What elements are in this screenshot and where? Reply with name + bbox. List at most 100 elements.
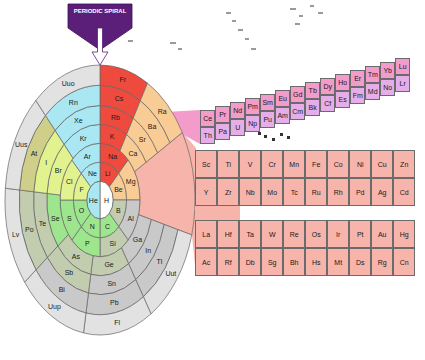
element-symbol: V xyxy=(248,161,253,168)
sector-outline xyxy=(5,188,36,282)
element-cell: Co xyxy=(327,150,349,178)
element-symbol: Pd xyxy=(356,189,365,196)
element-cell: Ag xyxy=(371,178,393,206)
element-symbol: Rh xyxy=(334,189,343,196)
element-cell: Ru xyxy=(305,178,327,206)
element-cell: Np xyxy=(245,115,260,132)
element-symbol: He xyxy=(89,197,98,204)
element-symbol: Sc xyxy=(202,161,210,168)
element-symbol: No xyxy=(383,84,392,91)
element-cell: Fm xyxy=(350,87,365,104)
element-symbol: Pa xyxy=(218,128,227,135)
element-cell: Rf xyxy=(217,248,239,276)
element-cell: U xyxy=(230,119,245,136)
element-cell: Ni xyxy=(349,150,371,178)
element-symbol: Ni xyxy=(357,161,364,168)
element-symbol: Mo xyxy=(267,189,277,196)
scatter-mark xyxy=(264,135,267,138)
element-symbol: Pt xyxy=(357,231,364,238)
scatter-mark xyxy=(245,38,249,40)
element-cell: Hs xyxy=(305,248,327,276)
element-symbol: Cs xyxy=(115,95,124,102)
element-symbol: Np xyxy=(248,120,257,127)
element-symbol: Li xyxy=(105,170,110,177)
element-symbol: Fl xyxy=(114,319,120,326)
sector-outline xyxy=(100,65,148,101)
element-cell: Hf xyxy=(217,220,239,248)
element-symbol: Sn xyxy=(107,280,116,287)
element-symbol: Sg xyxy=(268,259,277,266)
element-symbol: Re xyxy=(290,231,299,238)
element-cell: Ti xyxy=(217,150,239,178)
sector-outline xyxy=(25,270,86,333)
element-cell: V xyxy=(239,150,261,178)
sector-outline xyxy=(5,100,45,190)
element-cell: Pr xyxy=(215,106,230,123)
band-fill xyxy=(195,205,240,221)
element-symbol: Rf xyxy=(225,259,232,266)
element-symbol: At xyxy=(31,150,38,157)
element-cell: Tc xyxy=(283,178,305,206)
element-cell: W xyxy=(261,220,283,248)
element-symbol: Bi xyxy=(59,286,65,293)
element-symbol: Pb xyxy=(110,299,119,306)
element-cell: Ir xyxy=(327,220,349,248)
element-sector: Fr xyxy=(99,64,149,102)
element-cell: La xyxy=(195,220,217,248)
element-symbol: Al xyxy=(128,215,134,222)
scatter-mark xyxy=(318,12,323,14)
element-symbol: Pm xyxy=(247,103,258,110)
element-symbol: Ne xyxy=(88,170,97,177)
scatter-mark xyxy=(280,133,283,136)
element-symbol: Yb xyxy=(383,67,392,74)
element-cell: Pm xyxy=(245,98,260,115)
element-symbol: Ag xyxy=(378,189,387,196)
element-symbol: W xyxy=(269,231,276,238)
element-cell: Cm xyxy=(290,103,305,120)
element-sector: Ra xyxy=(139,82,184,144)
element-symbol: Sr xyxy=(139,136,146,143)
sector-shape xyxy=(99,64,149,102)
element-cell: Mn xyxy=(283,150,305,178)
element-symbol: Lv xyxy=(12,231,19,238)
element-symbol: Tm xyxy=(368,71,378,78)
element-symbol: Cf xyxy=(324,100,331,107)
element-cell: Es xyxy=(335,91,350,108)
element-symbol: Po xyxy=(25,226,34,233)
scatter-mark xyxy=(287,136,290,139)
element-symbol: Hg xyxy=(400,231,409,238)
element-cell: Sg xyxy=(261,248,283,276)
element-cell: Ds xyxy=(349,248,371,276)
element-sector: Lv xyxy=(4,187,37,284)
element-symbol: Lr xyxy=(400,80,406,87)
element-cell: Mo xyxy=(261,178,283,206)
element-symbol: C xyxy=(105,223,110,230)
element-symbol: Y xyxy=(204,189,209,196)
sector-shape xyxy=(4,187,37,284)
element-symbol: B xyxy=(116,207,121,214)
element-symbol: Es xyxy=(339,96,347,103)
sector-shape xyxy=(34,64,101,117)
scatter-mark xyxy=(251,48,256,50)
element-sector: Uut xyxy=(142,228,193,315)
element-cell: Os xyxy=(305,220,327,248)
element-cell: Th xyxy=(200,127,215,144)
element-cell: Sm xyxy=(260,94,275,111)
scatter-mark xyxy=(178,48,182,50)
element-cell: Y xyxy=(195,178,217,206)
element-symbol: Ho xyxy=(338,79,347,86)
element-cell: Au xyxy=(371,220,393,248)
title-text: PERIODIC SPIRAL xyxy=(71,8,129,15)
scatter-mark xyxy=(232,20,236,22)
element-cell: Re xyxy=(283,220,305,248)
element-symbol: Si xyxy=(110,240,116,247)
element-symbol: Rg xyxy=(378,259,387,266)
element-cell: Pa xyxy=(215,123,230,140)
pointer-arrow xyxy=(92,28,108,65)
element-symbol: Os xyxy=(312,231,321,238)
scatter-mark xyxy=(128,40,133,42)
scatter-mark xyxy=(238,29,243,31)
scatter-mark xyxy=(295,23,300,25)
element-cell: Hg xyxy=(393,220,415,248)
element-symbol: Uuo xyxy=(62,80,75,87)
